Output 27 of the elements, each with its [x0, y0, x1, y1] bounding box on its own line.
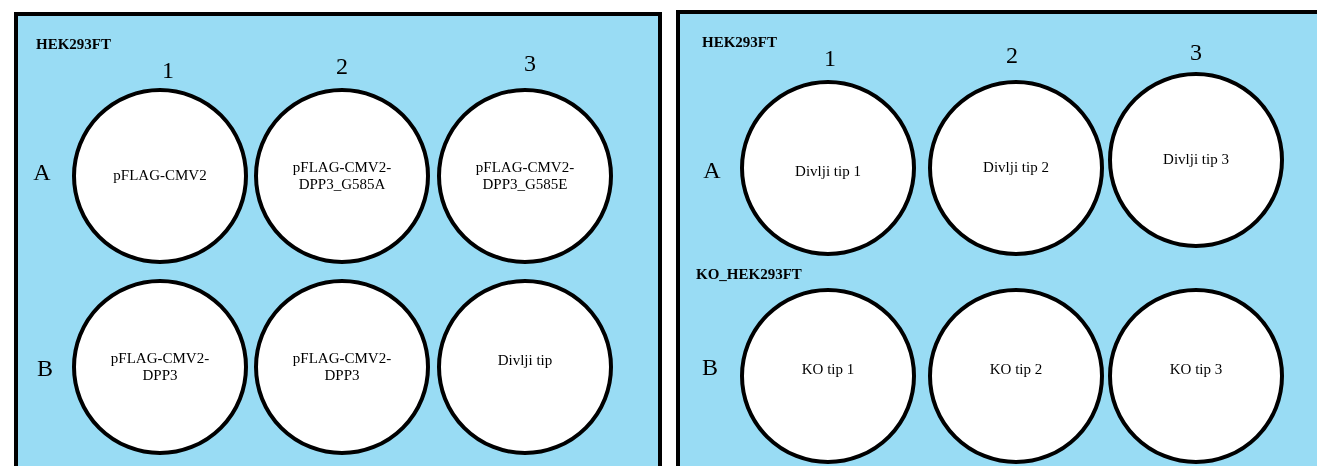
row-letter: B: [37, 356, 53, 380]
plate-panel: [676, 10, 1317, 466]
plate-heading: HEK293FT: [36, 36, 111, 53]
well-label: KO tip 3: [1168, 361, 1224, 379]
plate-heading: KO_HEK293FT: [696, 266, 802, 283]
column-number: 1: [162, 58, 174, 82]
column-number: 3: [1190, 40, 1202, 64]
well-label: pFLAG-CMV2-DPP3_G585E: [475, 158, 575, 194]
column-number: 1: [824, 46, 836, 70]
well-label: KO tip 2: [988, 361, 1044, 379]
well-label: Divlji tip: [496, 352, 554, 370]
plate-heading: HEK293FT: [702, 34, 777, 51]
row-letter: A: [703, 158, 721, 182]
well-label: KO tip 1: [800, 361, 856, 379]
well-label: pFLAG-CMV2-DPP3: [109, 349, 211, 385]
well-label: Divlji tip 3: [1162, 151, 1230, 169]
well-label: Divlji tip 1: [794, 163, 862, 181]
plate-panel: [14, 12, 662, 466]
row-letter: B: [702, 355, 718, 379]
row-letter: A: [33, 160, 51, 184]
column-number: 3: [524, 51, 536, 75]
well-label: pFLAG-CMV2: [112, 167, 208, 185]
column-number: 2: [336, 54, 348, 78]
well-label: pFLAG-CMV2-DPP3_G585A: [292, 158, 392, 194]
column-number: 2: [1006, 43, 1018, 67]
well-label: pFLAG-CMV2-DPP3: [291, 349, 393, 385]
well-label: Divlji tip 2: [982, 159, 1050, 177]
